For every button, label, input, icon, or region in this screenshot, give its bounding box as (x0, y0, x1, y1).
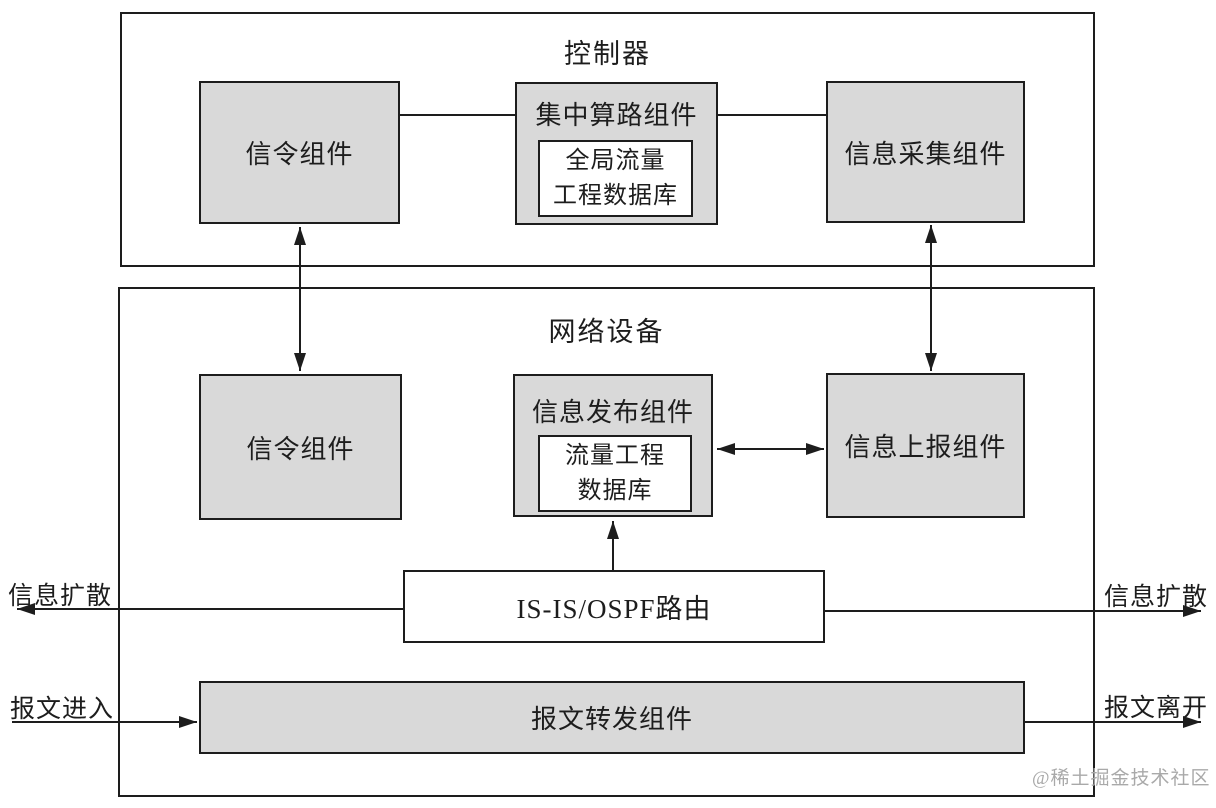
watermark: @稀土掘金技术社区 (1032, 768, 1211, 789)
info-report-box: 信息上报组件 (826, 373, 1025, 518)
te-database-line2: 数据库 (577, 477, 653, 504)
path-computation-box: 集中算路组件 全局流量 工程数据库 (515, 82, 718, 225)
controller-signaling-label: 信令组件 (245, 140, 354, 169)
te-database-line1: 流量工程 (565, 442, 665, 469)
flood-right-label: 信息扩散 (1104, 584, 1209, 611)
controller-title: 控制器 (564, 39, 651, 69)
routing-box: IS-IS/OSPF路由 (403, 570, 825, 643)
info-collection-label: 信息采集组件 (844, 139, 1007, 169)
flood-left-label: 信息扩散 (8, 583, 113, 610)
info-report-label: 信息上报组件 (844, 433, 1007, 462)
global-te-database-box: 全局流量 工程数据库 (538, 140, 693, 217)
packet-in-label: 报文进入 (10, 696, 115, 723)
path-computation-label: 集中算路组件 (535, 101, 698, 130)
network-device-title: 网络设备 (548, 317, 665, 347)
global-te-database-line2: 工程数据库 (553, 182, 678, 209)
te-database-box: 流量工程 数据库 (538, 435, 692, 512)
info-collection-box: 信息采集组件 (826, 81, 1025, 223)
packet-forwarding-box: 报文转发组件 (199, 681, 1025, 754)
routing-label: IS-IS/OSPF路由 (516, 594, 712, 624)
info-publish-label: 信息发布组件 (531, 398, 694, 427)
info-publish-box: 信息发布组件 流量工程 数据库 (513, 374, 713, 517)
packet-out-label: 报文离开 (1104, 695, 1209, 722)
controller-signaling-box: 信令组件 (199, 81, 400, 224)
device-signaling-box: 信令组件 (199, 374, 402, 520)
global-te-database-line1: 全局流量 (565, 147, 666, 174)
device-signaling-label: 信令组件 (246, 434, 355, 464)
packet-forwarding-label: 报文转发组件 (530, 705, 693, 734)
